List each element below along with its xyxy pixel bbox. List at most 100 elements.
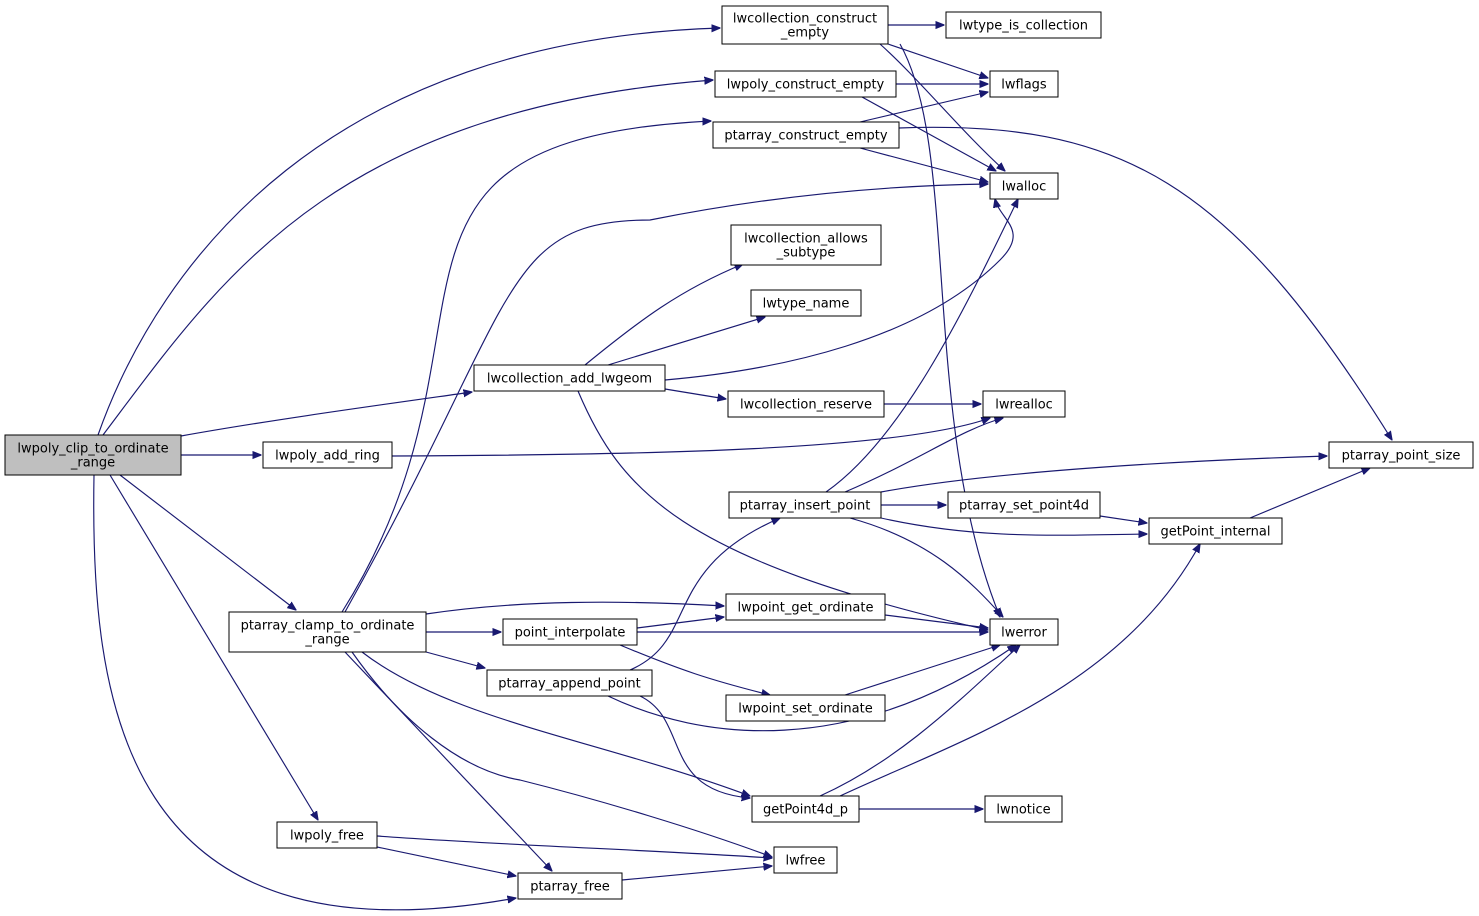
node-box — [989, 172, 1059, 200]
node-label: lwpoint_set_ordinate — [738, 702, 873, 717]
node-box — [989, 70, 1059, 98]
edge-lwpoint_set_ordinate-to-lwerror — [844, 645, 1000, 696]
node-box — [517, 872, 623, 900]
edge-ptarray_clamp_to_ordinate_range-to-lwpoint_get_ordinate — [425, 602, 724, 615]
node-box — [730, 224, 882, 266]
node-ptarray_point_size[interactable]: ptarray_point_size — [1328, 441, 1474, 469]
edge-ptarray_clamp_to_ordinate_range-to-ptarray_free — [344, 651, 552, 871]
node-label: ptarray_append_point — [498, 677, 641, 692]
edge-ptarray_set_point4d-to-getPoint_internal — [1099, 515, 1147, 523]
node-box — [721, 5, 889, 45]
node-ptarray_insert_point[interactable]: ptarray_insert_point — [728, 491, 882, 519]
node-lwalloc[interactable]: lwalloc — [989, 172, 1059, 200]
node-label: lwflags — [1001, 78, 1047, 93]
node-box — [728, 491, 882, 519]
edge-getPoint_internal-to-ptarray_point_size — [1249, 468, 1370, 519]
node-label: _range — [70, 456, 115, 471]
node-label: lwpoint_get_ordinate — [738, 601, 874, 616]
edge-lwpoly_clip_to_ordinate_range-to-lwpoly_construct_empty — [102, 80, 713, 436]
node-lwcollection_allows_subtype[interactable]: lwcollection_allows_subtype — [730, 224, 882, 266]
edge-lwpoly_clip_to_ordinate_range-to-lwcollection_construct_empty — [97, 28, 720, 436]
edge-ptarray_construct_empty-to-lwalloc — [859, 147, 988, 182]
node-lwcollection_add_lwgeom[interactable]: lwcollection_add_lwgeom — [473, 364, 666, 392]
node-lwtype_name[interactable]: lwtype_name — [750, 289, 862, 317]
edge-lwcollection_construct_empty-to-lwflags — [887, 43, 988, 78]
node-label: ptarray_set_point4d — [959, 499, 1089, 514]
node-label: lwfree — [786, 854, 826, 869]
edge-ptarray_clamp_to_ordinate_range-to-ptarray_construct_empty — [341, 121, 711, 613]
node-lwrealloc[interactable]: lwrealloc — [982, 390, 1066, 418]
edge-ptarray_insert_point-to-lwrealloc — [844, 418, 1003, 493]
node-label: lwerror — [1001, 626, 1047, 641]
node-label: ptarray_point_size — [1342, 449, 1461, 464]
node-label: lwrealloc — [995, 398, 1053, 413]
node-lwnotice[interactable]: lwnotice — [984, 795, 1063, 823]
node-box — [1328, 441, 1474, 469]
node-box — [750, 289, 862, 317]
node-lwpoly_construct_empty[interactable]: lwpoly_construct_empty — [714, 70, 897, 98]
node-box — [751, 795, 860, 823]
node-box — [712, 121, 900, 149]
node-ptarray_append_point[interactable]: ptarray_append_point — [486, 669, 653, 697]
node-lwtype_is_collection[interactable]: lwtype_is_collection — [945, 11, 1102, 39]
node-label: lwcollection_construct — [733, 12, 877, 27]
node-box — [502, 618, 638, 646]
edge-getPoint4d_p-to-lwerror — [819, 645, 1020, 797]
node-lwpoly_add_ring[interactable]: lwpoly_add_ring — [262, 441, 393, 469]
edge-lwcollection_add_lwgeom-to-lwcollection_reserve — [664, 388, 726, 399]
node-label: ptarray_free — [530, 880, 610, 895]
node-label: lwcollection_add_lwgeom — [487, 372, 652, 387]
node-lwerror[interactable]: lwerror — [989, 618, 1059, 646]
edge-lwpoly_construct_empty-to-lwalloc — [861, 96, 996, 171]
node-label: lwcollection_allows — [744, 232, 868, 247]
node-lwflags[interactable]: lwflags — [989, 70, 1059, 98]
edge-ptarray_clamp_to_ordinate_range-to-ptarray_append_point — [425, 651, 485, 668]
node-ptarray_set_point4d[interactable]: ptarray_set_point4d — [947, 491, 1101, 519]
node-lwpoly_free[interactable]: lwpoly_free — [276, 821, 378, 849]
node-box — [727, 390, 885, 418]
node-label: lwpoly_construct_empty — [727, 78, 885, 93]
node-label: _empty — [780, 26, 830, 41]
edge-lwpoly_add_ring-to-lwrealloc — [391, 418, 990, 457]
node-getPoint4d_p[interactable]: getPoint4d_p — [751, 795, 860, 823]
edge-ptarray_insert_point-to-getPoint_internal — [880, 517, 1147, 535]
node-box — [947, 491, 1101, 519]
node-box — [725, 593, 886, 621]
node-lwpoint_get_ordinate[interactable]: lwpoint_get_ordinate — [725, 593, 886, 621]
node-lwcollection_construct_empty[interactable]: lwcollection_construct_empty — [721, 5, 889, 45]
node-label: lwalloc — [1002, 180, 1047, 195]
edge-point_interpolate-to-lwpoint_get_ordinate — [636, 617, 724, 629]
node-ptarray_free[interactable]: ptarray_free — [517, 872, 623, 900]
node-box — [486, 669, 653, 697]
node-lwfree[interactable]: lwfree — [773, 846, 838, 874]
node-label: lwtype_is_collection — [959, 19, 1088, 34]
node-box — [773, 846, 838, 874]
edge-ptarray_append_point-to-lwerror — [607, 645, 1016, 732]
edge-lwpoint_get_ordinate-to-lwerror — [884, 614, 988, 628]
edge-ptarray_append_point-to-ptarray_insert_point — [629, 518, 780, 671]
node-lwpoint_set_ordinate[interactable]: lwpoint_set_ordinate — [725, 694, 886, 722]
node-label: ptarray_construct_empty — [724, 129, 887, 144]
node-box — [984, 795, 1063, 823]
node-label: point_interpolate — [515, 626, 626, 641]
node-getPoint_internal[interactable]: getPoint_internal — [1148, 517, 1283, 545]
node-layer: lwpoly_clip_to_ordinate_range lwcollectio… — [4, 5, 1474, 900]
edge-lwpoly_clip_to_ordinate_range-to-ptarray_free — [93, 474, 516, 911]
node-box — [945, 11, 1102, 39]
node-ptarray_clamp_to_ordinate_range[interactable]: ptarray_clamp_to_ordinate_range — [228, 611, 427, 653]
edge-ptarray_construct_empty-to-lwflags — [859, 92, 988, 123]
edge-getPoint4d_p-to-getPoint_internal — [839, 544, 1200, 797]
node-label: lwtype_name — [763, 297, 850, 312]
node-ptarray_construct_empty[interactable]: ptarray_construct_empty — [712, 121, 900, 149]
edge-ptarray_append_point-to-getPoint4d_p — [639, 695, 750, 798]
edge-ptarray_construct_empty-to-ptarray_point_size — [898, 126, 1392, 440]
node-lwpoly_clip_to_ordinate_range[interactable]: lwpoly_clip_to_ordinate_range — [4, 434, 182, 476]
edge-lwcollection_add_lwgeom-to-lwalloc — [664, 199, 1014, 381]
edge-lwpoly_clip_to_ordinate_range-to-ptarray_clamp_to_ordinate_range — [119, 474, 296, 610]
node-lwcollection_reserve[interactable]: lwcollection_reserve — [727, 390, 885, 418]
node-point_interpolate[interactable]: point_interpolate — [502, 618, 638, 646]
edge-ptarray_insert_point-to-lwerror — [849, 517, 1003, 617]
node-box — [262, 441, 393, 469]
edge-layer — [93, 25, 1392, 911]
